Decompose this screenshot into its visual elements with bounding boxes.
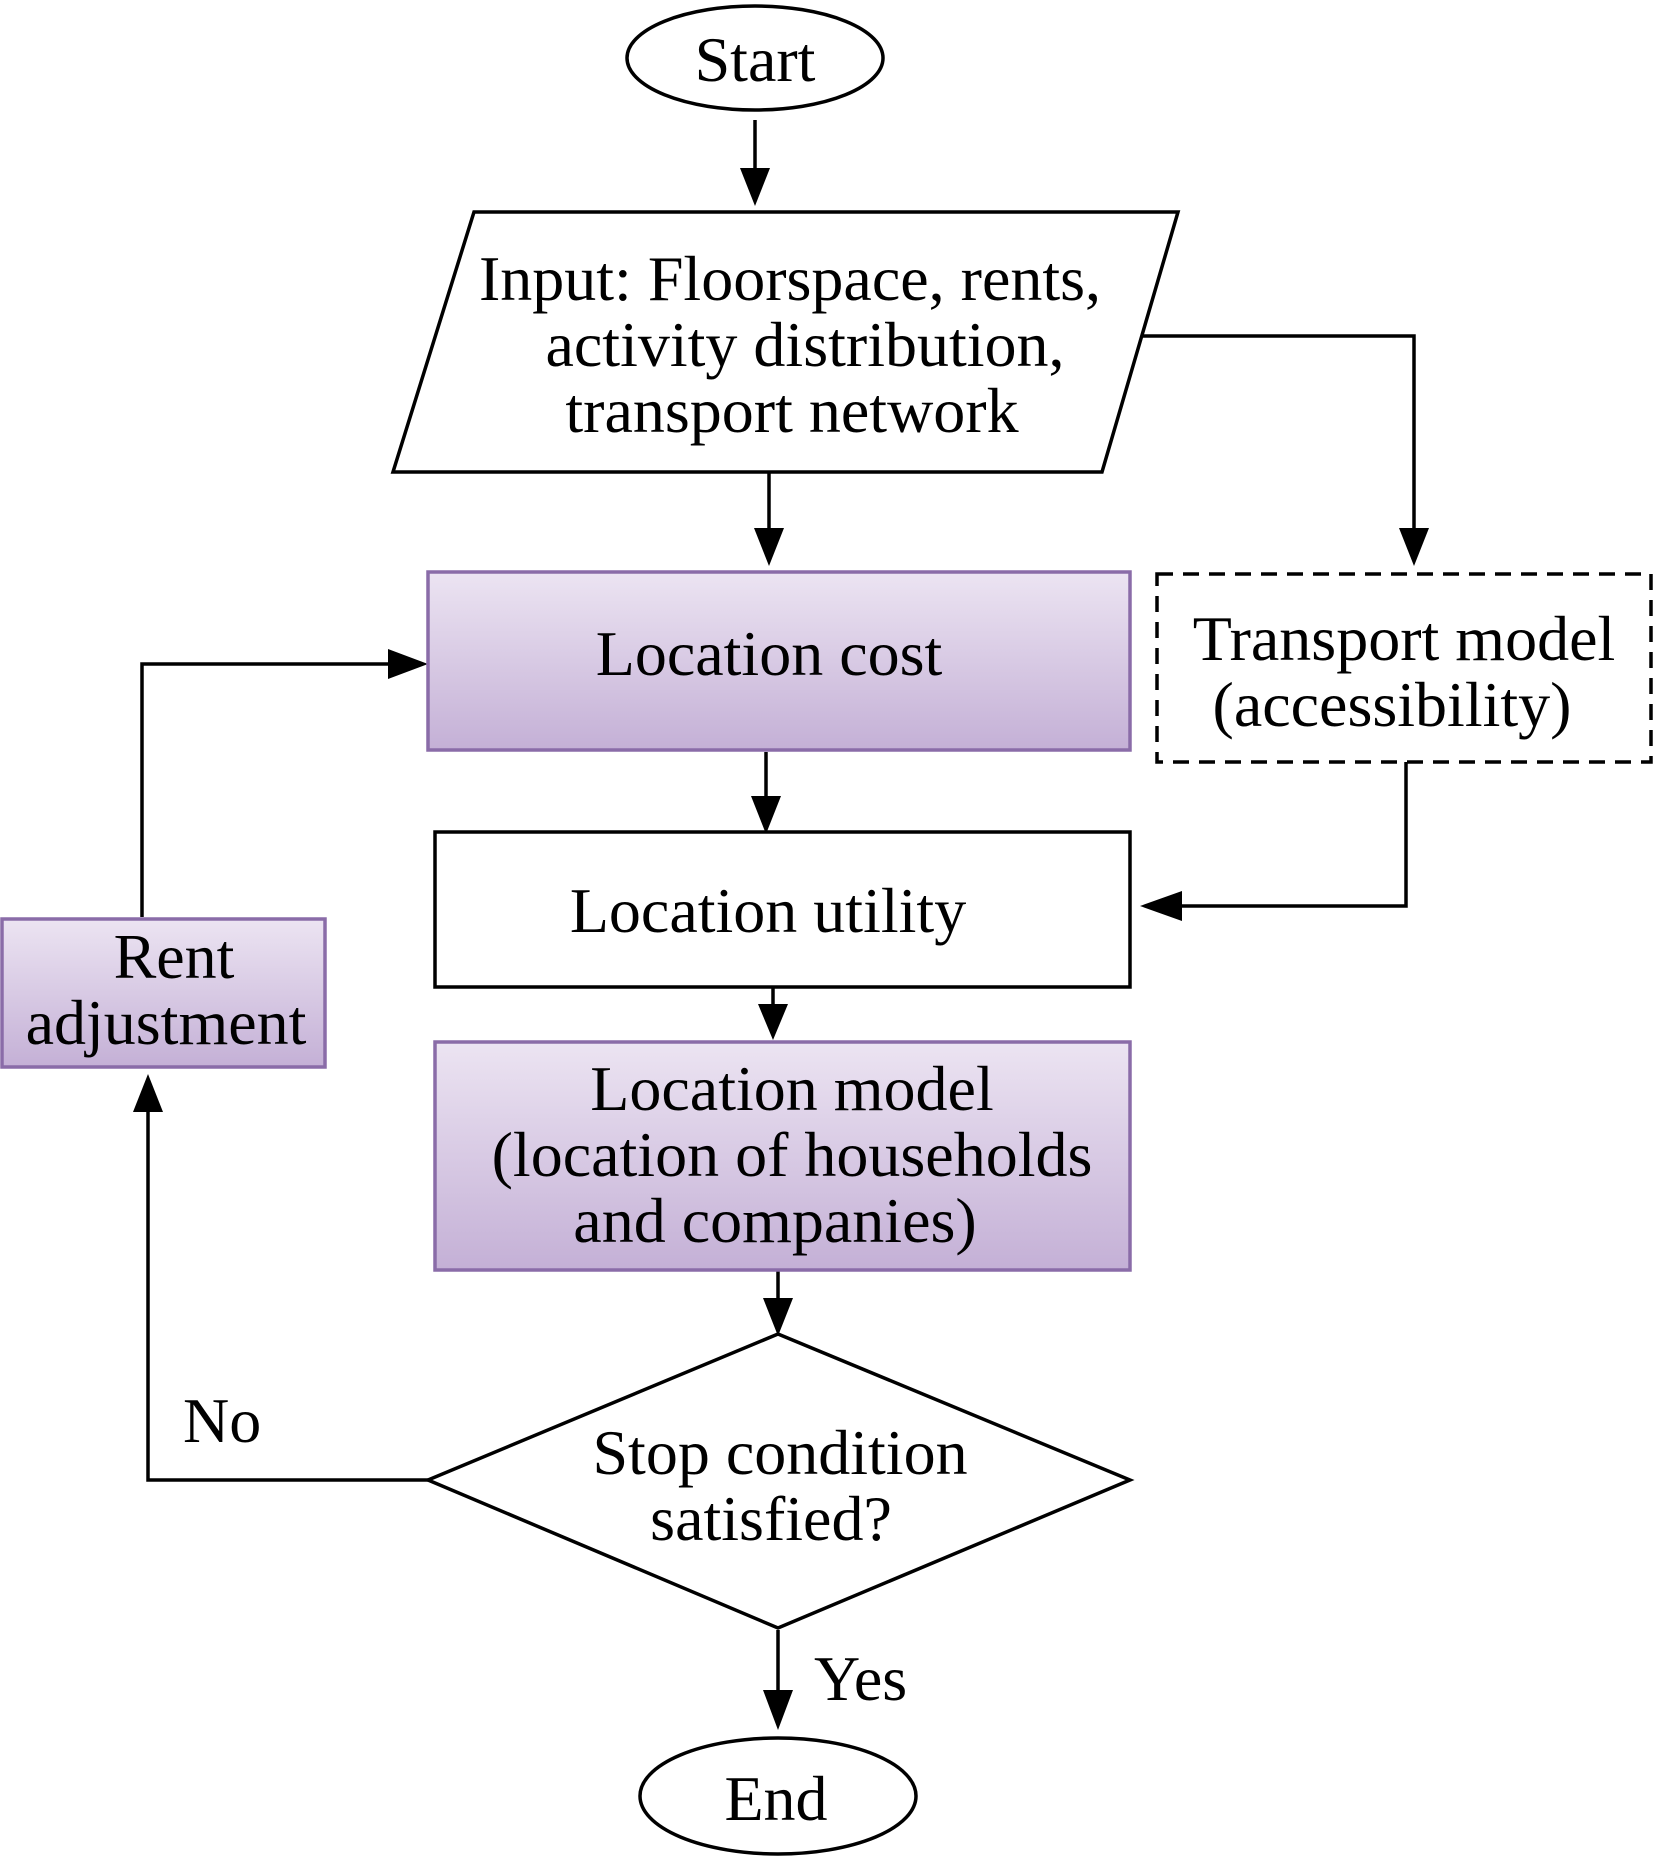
rent-adjustment-node: Rent adjustment — [0, 917, 327, 1069]
yes-label: Yes — [814, 1643, 907, 1714]
connectors — [140, 120, 1416, 1692]
no-label: No — [183, 1385, 261, 1456]
arrowhead-location-cost-left — [388, 649, 428, 679]
input-label-line-3: transport network — [565, 375, 1018, 446]
arrow-heads — [133, 168, 1429, 1730]
stop-condition-label-line-1: Stop condition — [592, 1417, 967, 1488]
input-label-line-1: Input: Floorspace, rents, — [479, 243, 1101, 314]
location-cost-label: Location cost — [596, 618, 943, 689]
arrowhead-location-cost — [754, 528, 784, 566]
transport-model-label-line-2: (accessibility) — [1213, 669, 1572, 740]
transport-model-node: Transport model (accessibility) — [1155, 572, 1653, 764]
arrow-decision-no-to-rent-adjustment — [146, 1112, 428, 1482]
arrowhead-input — [740, 168, 770, 206]
stop-condition-node: Stop condition satisfied? — [423, 1332, 1135, 1630]
end-node: End — [638, 1736, 918, 1856]
location-utility-label: Location utility — [570, 875, 966, 946]
location-model-label-line-1: Location model — [590, 1053, 993, 1124]
rent-adjustment-label-line-2: adjustment — [26, 987, 307, 1058]
arrowhead-end — [763, 1690, 793, 1730]
arrowhead-location-model — [758, 1004, 788, 1040]
arrowhead-rent-adjustment — [133, 1074, 163, 1112]
arrow-input-to-transport-model — [1138, 334, 1416, 530]
arrow-rent-adjustment-to-location-cost — [140, 662, 388, 917]
start-label: Start — [695, 24, 816, 95]
input-node: Input: Floorspace, rents, activity distr… — [390, 210, 1181, 474]
rent-adjustment-label-line-1: Rent — [114, 921, 235, 992]
arrowhead-utility-from-transport — [1140, 891, 1182, 921]
arrow-transport-model-to-utility — [1180, 762, 1408, 908]
input-label-line-2: activity distribution, — [545, 309, 1064, 380]
location-model-label-line-2: (location of households — [492, 1119, 1093, 1190]
arrowhead-location-utility — [751, 796, 781, 834]
arrowhead-decision — [763, 1298, 793, 1336]
arrowhead-transport-model — [1399, 528, 1429, 566]
location-cost-node: Location cost — [426, 570, 1132, 752]
stop-condition-label-line-2: satisfied? — [650, 1483, 892, 1554]
location-utility-node: Location utility — [433, 830, 1132, 989]
location-model-node: Location model (location of households a… — [433, 1040, 1132, 1272]
end-label: End — [724, 1763, 827, 1834]
location-model-label-line-3: and companies) — [573, 1185, 976, 1256]
transport-model-label-line-1: Transport model — [1193, 603, 1616, 674]
start-node: Start — [625, 4, 885, 112]
